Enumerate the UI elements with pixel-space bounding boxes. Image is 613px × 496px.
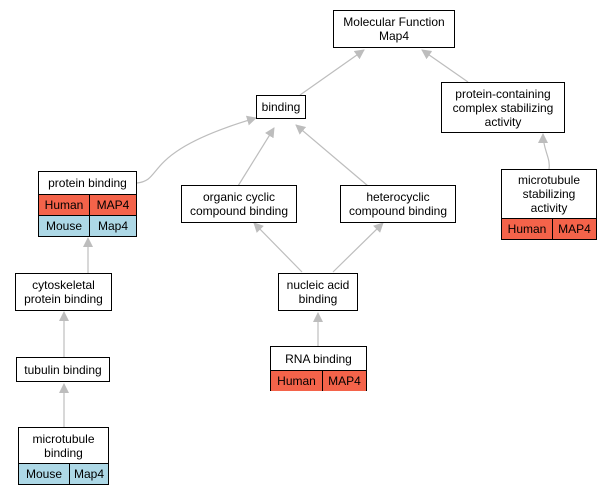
node-heterocyclic-compound-binding[interactable]: heterocyclic compound binding: [340, 185, 456, 223]
node-cytoskeletal-protein-binding[interactable]: cytoskeletal protein binding: [15, 273, 112, 311]
gene-cell: MAP4: [322, 371, 366, 391]
node-label: microtubule stabilizing activity: [517, 173, 581, 215]
annotation-row-mouse: Mouse Map4: [39, 215, 136, 236]
edge-nucleic-to-hetero: [332, 222, 384, 273]
edge-binding-to-root: [299, 49, 365, 96]
node-microtubule-stabilizing-activity[interactable]: microtubule stabilizing activity Human M…: [501, 169, 597, 240]
edge-organic-to-binding: [237, 127, 275, 187]
node-label: protein binding: [48, 176, 127, 190]
annotation-row-human: Human MAP4: [271, 370, 366, 391]
node-nucleic-acid-binding[interactable]: nucleic acid binding: [278, 273, 358, 311]
node-label: protein-containing complex stabilizing a…: [452, 86, 554, 129]
node-label: nucleic acid binding: [286, 278, 350, 306]
species-cell: Human: [502, 219, 552, 239]
node-rna-binding[interactable]: RNA binding Human MAP4: [270, 346, 367, 391]
species-cell: Mouse: [39, 216, 89, 236]
node-molecular-function[interactable]: Molecular Function Map4: [333, 10, 455, 48]
node-label: organic cyclic compound binding: [189, 190, 289, 218]
edge-pcsa-to-root: [421, 49, 469, 83]
annotation-row-human: Human MAP4: [39, 194, 136, 215]
species-cell: Mouse: [19, 464, 69, 484]
node-protein-binding[interactable]: protein binding Human MAP4 Mouse Map4: [38, 171, 137, 237]
node-tubulin-binding[interactable]: tubulin binding: [16, 357, 110, 382]
node-label: RNA binding: [285, 351, 352, 366]
species-cell: Human: [39, 195, 89, 215]
gene-cell: MAP4: [552, 219, 596, 239]
edge-hetero-to-binding: [295, 124, 369, 187]
node-binding[interactable]: binding: [256, 95, 306, 119]
node-label: heterocyclic compound binding: [348, 190, 448, 218]
node-organic-cyclic-compound-binding[interactable]: organic cyclic compound binding: [181, 185, 297, 223]
node-label: microtubule binding: [32, 431, 95, 460]
node-label: binding: [261, 100, 301, 114]
annotation-row-mouse: Mouse Map4: [19, 463, 108, 484]
gene-cell: Map4: [69, 464, 108, 484]
gene-cell: MAP4: [89, 195, 136, 215]
species-cell: Human: [271, 371, 322, 391]
node-microtubule-binding[interactable]: microtubule binding Mouse Map4: [18, 427, 109, 485]
edge-mtstab-to-pcsa: [538, 133, 550, 171]
node-label: Molecular Function Map4: [343, 15, 445, 43]
annotation-row-human: Human MAP4: [502, 218, 596, 239]
node-label: tubulin binding: [24, 362, 102, 377]
gene-cell: Map4: [89, 216, 136, 236]
edge-nucleic-to-organic: [253, 222, 303, 273]
node-label: cytoskeletal protein binding: [24, 278, 103, 306]
edge-protein-to-binding: [136, 115, 257, 184]
node-protein-containing-complex-stabilizing-activity[interactable]: protein-containing complex stabilizing a…: [441, 82, 565, 133]
